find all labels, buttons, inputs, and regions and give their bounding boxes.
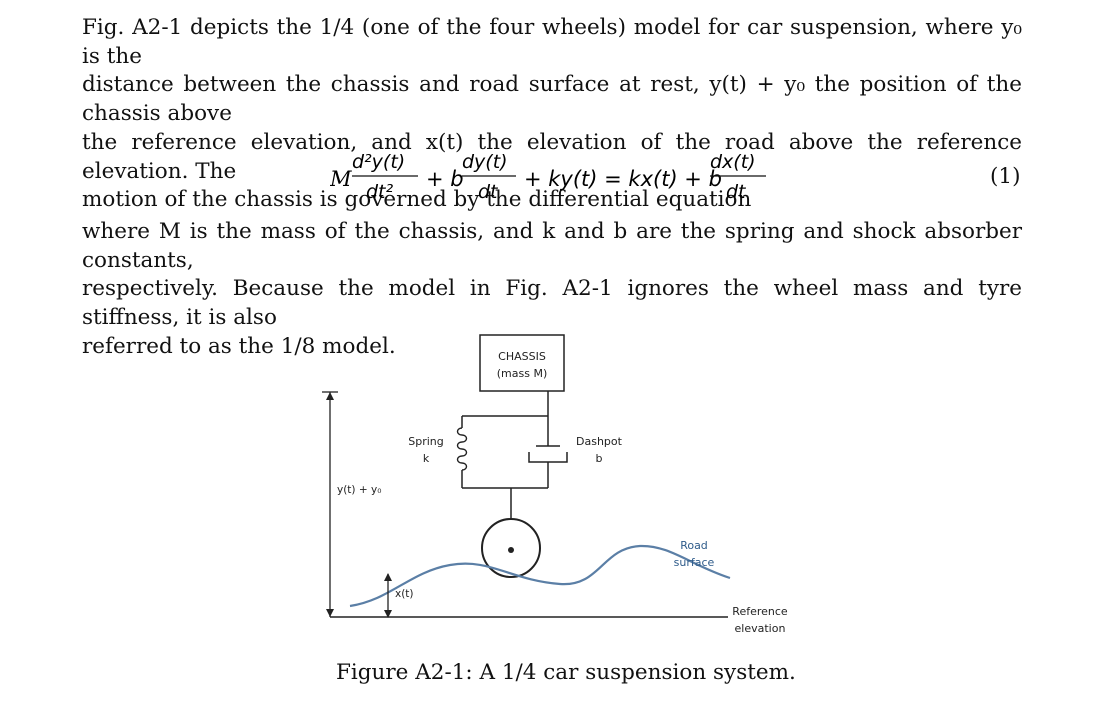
- road-label: Road: [680, 539, 708, 552]
- eq-dx-denominator: dt: [726, 181, 747, 203]
- eq-mass: M: [330, 167, 352, 191]
- dashpot-symbol: [528, 445, 568, 463]
- eq-middle: + ky(t) = kx(t) + b: [524, 167, 722, 191]
- paragraph-line: respectively. Because the model in Fig. …: [82, 276, 1022, 331]
- wheel-hub: [508, 547, 514, 553]
- spring-label: Spring: [408, 435, 444, 448]
- chassis-box: [479, 334, 565, 392]
- y-label: y(t) + y₀: [337, 484, 381, 496]
- suspension-frame: [461, 391, 549, 518]
- eq-dy-numerator: dy(t): [462, 151, 508, 173]
- paragraph-line: motion of the chassis is governed by the…: [82, 187, 752, 213]
- reference-label: Reference: [732, 605, 788, 618]
- chassis-mass-label: (mass M): [497, 367, 548, 380]
- paragraph-line: distance between the chassis and road su…: [82, 72, 1022, 127]
- spring-constant: k: [423, 452, 430, 465]
- x-dimension-arrow: [384, 573, 392, 618]
- equation-number: (1): [990, 164, 1021, 189]
- dashpot-constant: b: [596, 452, 603, 465]
- eq-plus-b: + b: [426, 167, 464, 191]
- paragraph-description: where M is the mass of the chassis, and …: [82, 218, 1022, 362]
- eq-d2y-denominator: dt²: [366, 181, 394, 203]
- reference-elevation-label: elevation: [735, 622, 786, 635]
- spring-coil: [456, 427, 468, 471]
- eq-dx-numerator: dx(t): [710, 151, 756, 173]
- eq-dy-denominator: dt: [478, 181, 499, 203]
- x-label: x(t): [395, 588, 414, 600]
- road-surface-label: surface: [674, 556, 715, 569]
- paragraph-intro: Fig. A2-1 depicts the 1/4 (one of the fo…: [82, 14, 1022, 215]
- paragraph-line: referred to as the 1/8 model.: [82, 333, 396, 359]
- chassis-label: CHASSIS: [498, 350, 546, 363]
- road-surface: [349, 544, 731, 608]
- differential-equation: M d²y(t) dt² + b dy(t) dt + ky(t) = kx(t…: [330, 151, 766, 203]
- figure-caption: Figure A2-1: A 1/4 car suspension system…: [336, 660, 796, 685]
- paragraph-line: the reference elevation, and x(t) the el…: [82, 129, 1022, 184]
- paragraph-line: Fig. A2-1 depicts the 1/4 (one of the fo…: [82, 15, 1022, 69]
- y-dimension-arrow: [322, 391, 338, 617]
- paragraph-line: where M is the mass of the chassis, and …: [82, 219, 1022, 273]
- dashpot-label: Dashpot: [576, 435, 623, 448]
- eq-d2y-numerator: d²y(t): [352, 151, 405, 173]
